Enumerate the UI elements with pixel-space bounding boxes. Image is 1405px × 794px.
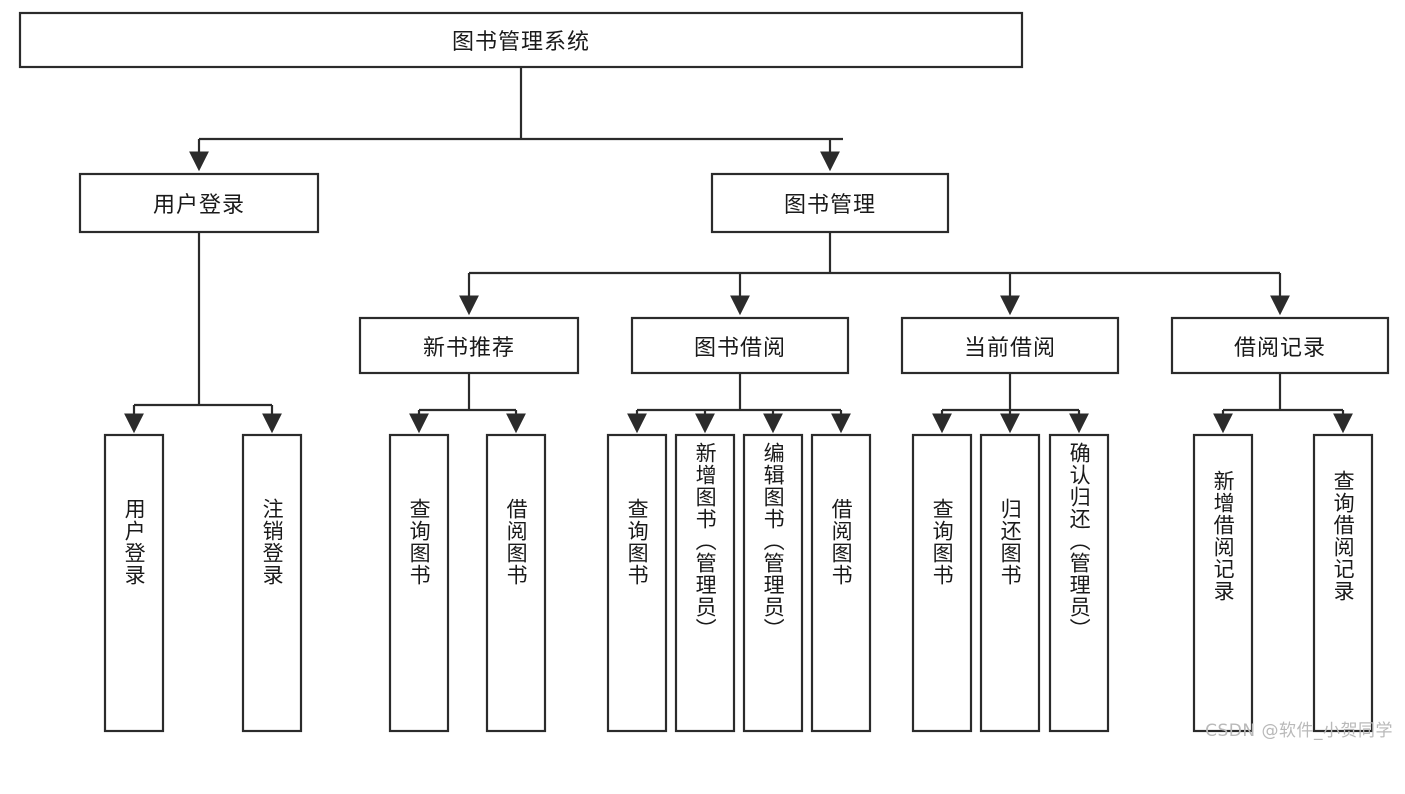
node-leaf-borrow-book-2[interactable]: [810, 433, 872, 733]
flowchart-canvas: 图书管理系统 用户登录 图书管理 新书推荐 图书借阅 当前借阅 借阅记录 用户登…: [18, 11, 1393, 741]
node-new-book-recommend[interactable]: [358, 316, 580, 375]
connector-group-root: [189, 67, 843, 172]
node-book-manage[interactable]: [710, 172, 950, 234]
node-book-borrow[interactable]: [630, 316, 850, 375]
node-leaf-confirm-return[interactable]: [1048, 433, 1110, 733]
node-leaf-edit-book[interactable]: [742, 433, 804, 733]
connector-group-borrow-record: [1213, 373, 1353, 434]
connector-group-book-manage: [459, 232, 1290, 316]
node-root[interactable]: [18, 11, 1024, 69]
node-current-borrow[interactable]: [900, 316, 1120, 375]
node-leaf-add-record[interactable]: [1192, 433, 1254, 733]
node-leaf-query-book-3[interactable]: [911, 433, 973, 733]
node-borrow-record[interactable]: [1170, 316, 1390, 375]
connector-group-user-login: [124, 232, 282, 434]
flowchart-svg: [18, 11, 1390, 733]
node-leaf-add-book[interactable]: [674, 433, 736, 733]
node-leaf-return-book[interactable]: [979, 433, 1041, 733]
connector-group-current-borrow: [932, 373, 1089, 434]
node-leaf-query-record[interactable]: [1312, 433, 1374, 733]
node-user-login[interactable]: [78, 172, 320, 234]
node-leaf-logout[interactable]: [241, 433, 303, 733]
connector-group-book-borrow: [627, 373, 851, 434]
node-leaf-query-book-1[interactable]: [388, 433, 450, 733]
node-leaf-user-login[interactable]: [103, 433, 165, 733]
csdn-watermark: CSDN @软件_小贺同学: [1205, 721, 1393, 741]
node-leaf-borrow-book-1[interactable]: [485, 433, 547, 733]
connector-group-new-book-recommend: [409, 373, 526, 434]
node-leaf-query-book-2[interactable]: [606, 433, 668, 733]
